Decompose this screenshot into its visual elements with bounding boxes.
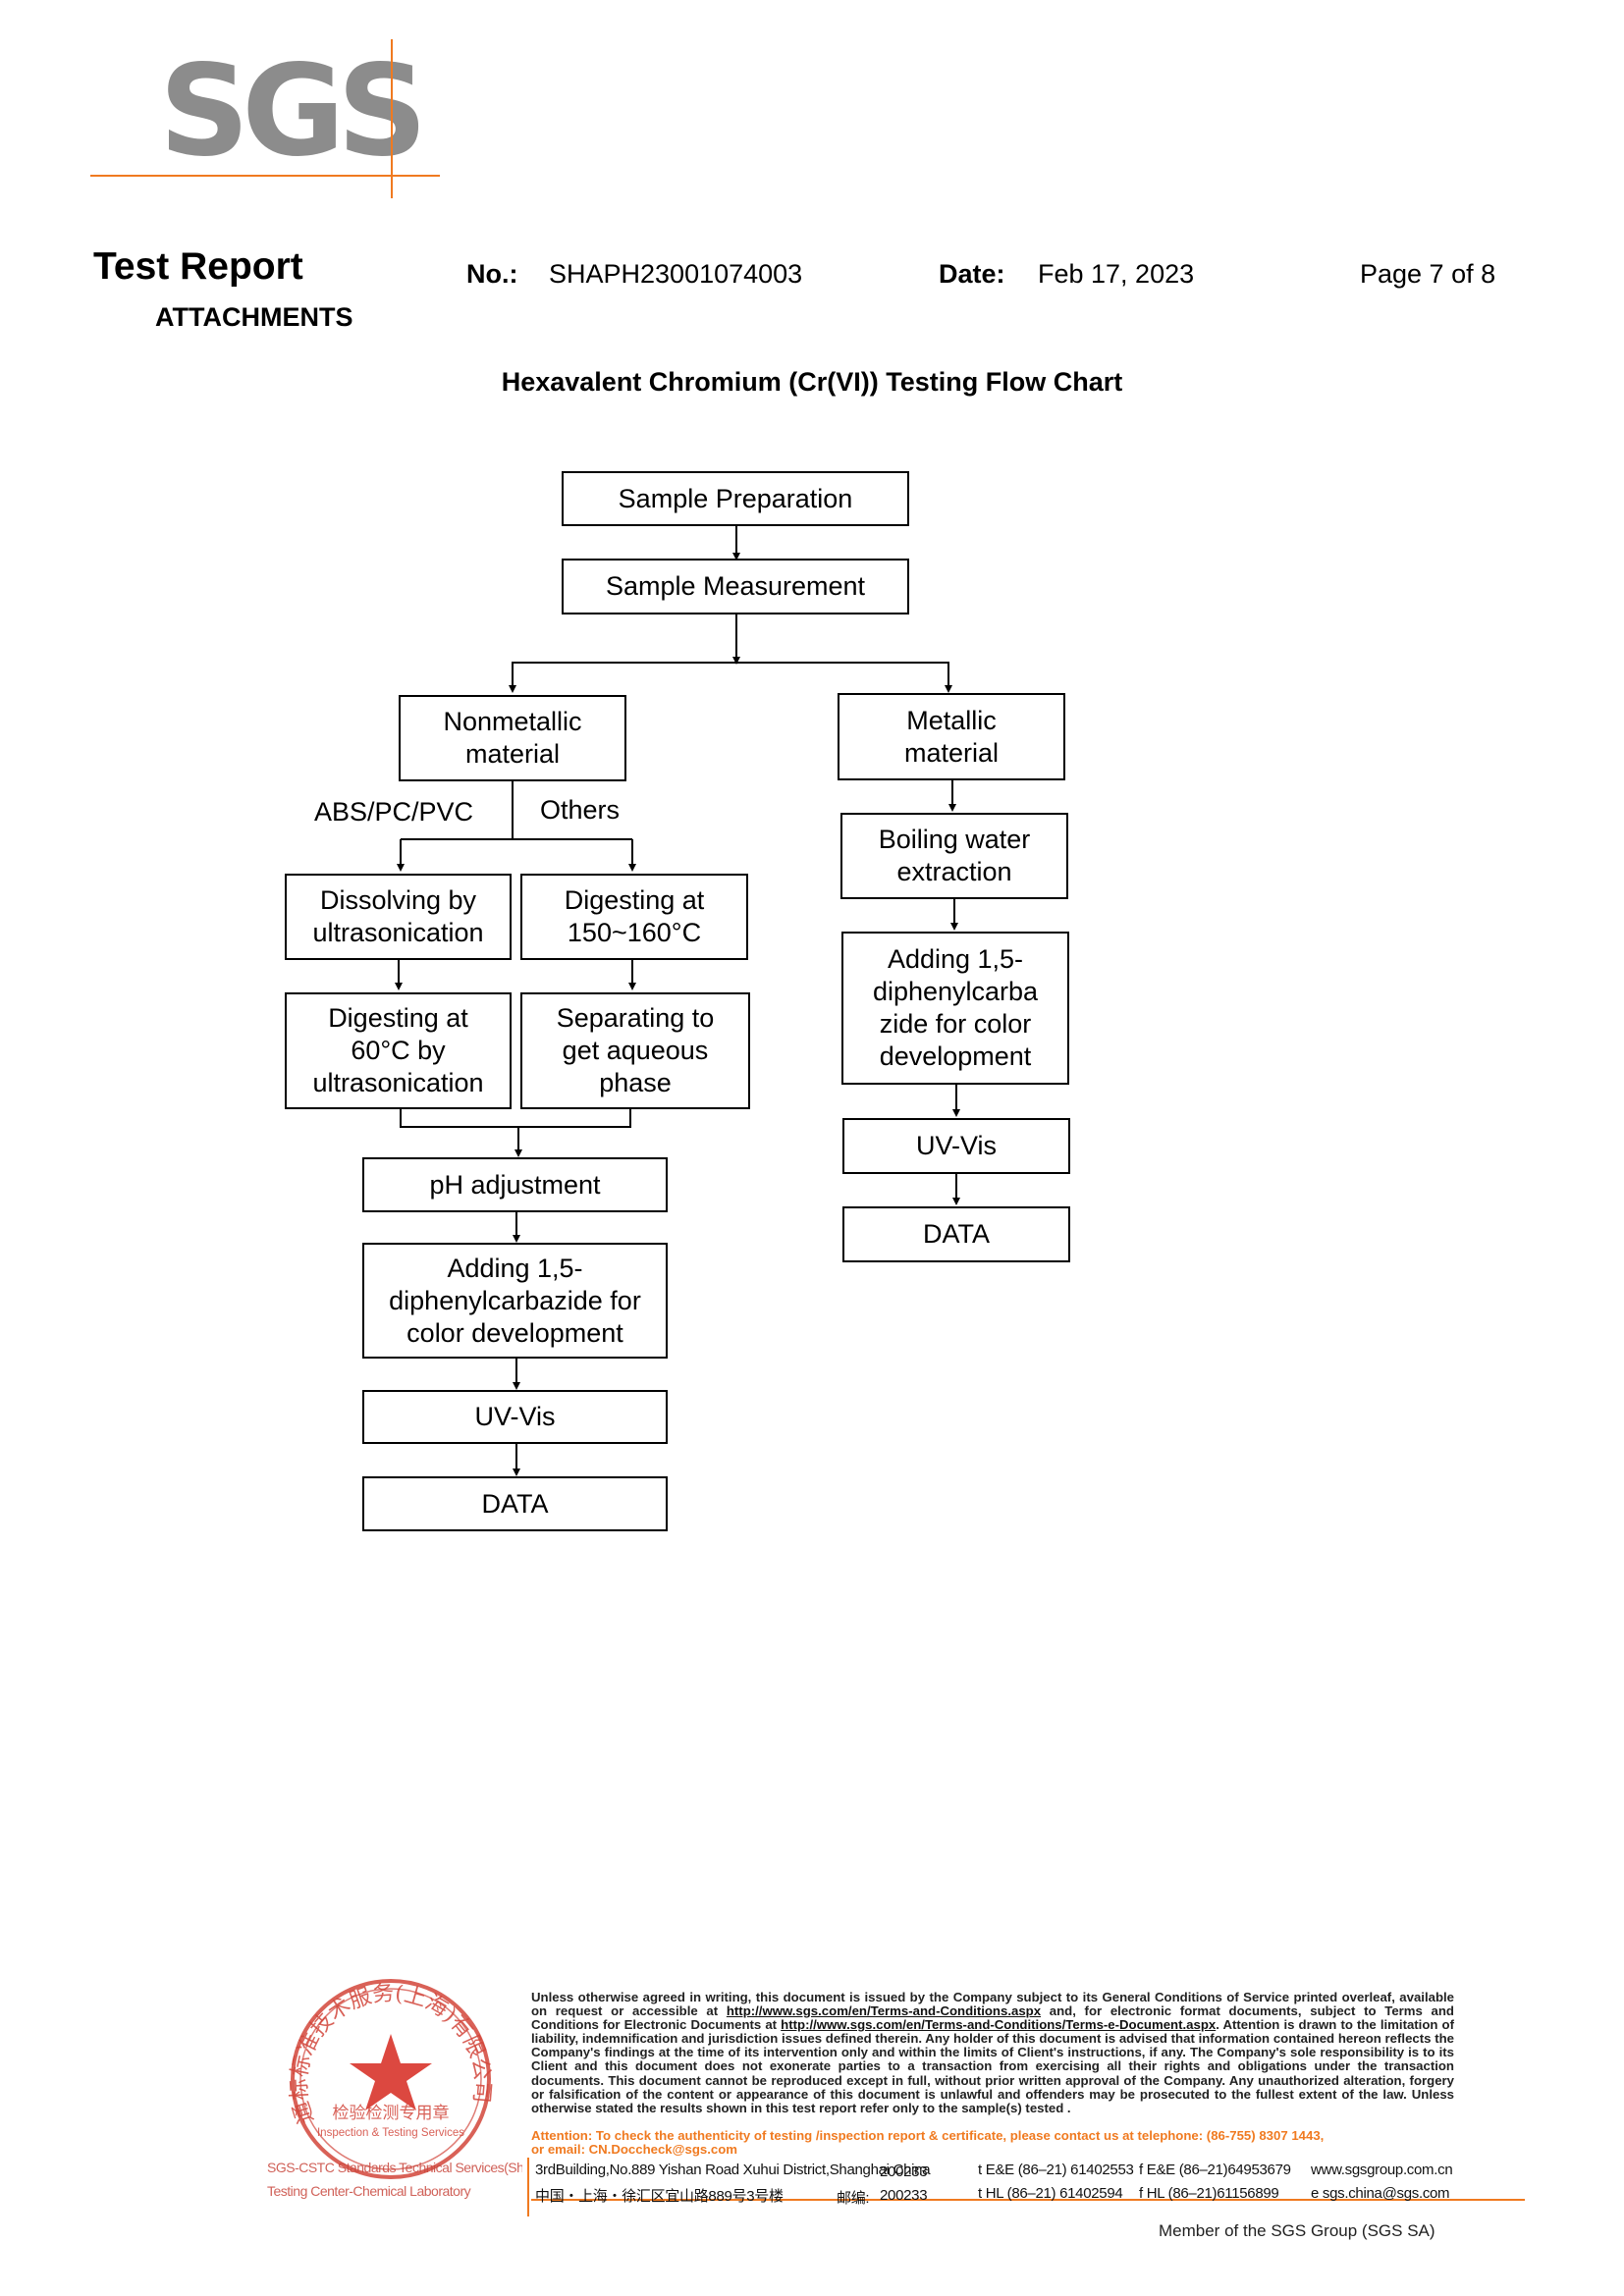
sgs-logo: SGS <box>90 35 444 202</box>
box-boiling-water-extraction: Boiling water extraction <box>840 813 1068 899</box>
logo-text: SGS <box>159 38 427 185</box>
box-adding-diphenylcarbazide-left: Adding 1,5- diphenylcarbazide for color … <box>362 1243 668 1359</box>
terms-link[interactable]: http://www.sgs.com/en/Terms-and-Conditio… <box>726 2003 1042 2019</box>
label-others: Others <box>540 795 621 825</box>
box-digesting-60: Digesting at 60°C by ultrasonication <box>285 992 512 1109</box>
fax-hl: f HL (86–21)61156899 <box>1139 2185 1279 2202</box>
authenticity-notice: Attention: To check the authenticity of … <box>531 2128 1474 2158</box>
box-data-right: DATA <box>842 1206 1070 1262</box>
box-sample-preparation: Sample Preparation <box>562 471 909 526</box>
website[interactable]: www.sgsgroup.com.cn <box>1311 2162 1453 2178</box>
company-seal: 通标标准技术服务(上海)有限公司 检验检测专用章 Inspection & Te… <box>288 1979 495 2179</box>
disclaimer-part-1: Unless otherwise agreed in writing, this… <box>531 1990 1454 2019</box>
address-en: 3rdBuilding,No.889 Yishan Road Xuhui Dis… <box>535 2162 931 2178</box>
box-nonmetallic-material: Nonmetallic material <box>399 695 626 781</box>
email[interactable]: e sgs.china@sgs.com <box>1311 2185 1450 2202</box>
report-number-label: No.: <box>466 259 518 289</box>
logo-horizontal-rule <box>90 175 440 177</box>
seal-center-text: 检验检测专用章 <box>333 2104 450 2123</box>
postcode-cn-label: 邮编: <box>837 2190 870 2207</box>
box-metallic-material: Metallic material <box>838 693 1065 780</box>
merge-bar <box>400 1109 631 1128</box>
tel-ee: t E&E (86–21) 61402553 <box>978 2162 1134 2178</box>
terms-e-document-link[interactable]: http://www.sgs.com/en/Terms-and-Conditio… <box>781 2017 1217 2033</box>
member-statement: Member of the SGS Group (SGS SA) <box>1159 2221 1435 2240</box>
box-digesting-150: Digesting at 150~160°C <box>520 874 748 960</box>
authenticity-line-1: Attention: To check the authenticity of … <box>531 2128 1325 2143</box>
tel-hl: t HL (86–21) 61402594 <box>978 2185 1123 2202</box>
box-separating: Separating to get aqueous phase <box>520 992 750 1109</box>
split-bar <box>512 662 949 671</box>
page-number: Page 7 of 8 <box>1360 259 1496 289</box>
disclaimer-part-3: . Attention is drawn to the limitation o… <box>531 2017 1454 2115</box>
legal-disclaimer: Unless otherwise agreed in writing, this… <box>531 1990 1454 2115</box>
seal-side-text: SGS-CSTC Standards Technical Services(Sh… <box>267 2160 522 2175</box>
report-number: No.: <box>466 259 517 290</box>
seal-center-en: Inspection & Testing Services <box>317 2127 464 2139</box>
report-number-value: SHAPH23001074003 <box>549 259 803 289</box>
flowchart-title: Hexavalent Chromium (Cr(VI)) Testing Flo… <box>501 367 1123 397</box>
footer-vertical-rule <box>527 2158 529 2216</box>
logo-vertical-rule <box>391 39 393 198</box>
label-abs-pc-pvc: ABS/PC/PVC <box>314 797 474 827</box>
box-sample-measurement: Sample Measurement <box>562 559 909 614</box>
report-date-value: Feb 17, 2023 <box>1038 259 1195 289</box>
fax-ee: f E&E (86–21)64953679 <box>1139 2162 1291 2178</box>
seal-star-icon <box>350 2034 432 2110</box>
box-adding-diphenylcarbazide-right: Adding 1,5- diphenylcarba zide for color… <box>841 932 1069 1085</box>
postcode-en: 200233 <box>880 2163 928 2180</box>
box-dissolving: Dissolving by ultrasonication <box>285 874 512 960</box>
report-title: Test Report <box>93 245 303 288</box>
authenticity-line-2: or email: CN.Doccheck@sgs.com <box>531 2142 738 2158</box>
report-date-label: Date: <box>939 259 1005 289</box>
box-uvvis-left: UV-Vis <box>362 1390 668 1444</box>
footer-rule <box>531 2199 1525 2201</box>
postcode-cn: 200233 <box>880 2187 928 2204</box>
report-date-label-wrap: Date: <box>939 259 1005 290</box>
address-cn: 中国・上海・徐汇区宜山路889号3号楼 <box>535 2188 784 2205</box>
box-uvvis-right: UV-Vis <box>842 1118 1070 1174</box>
flowchart-connectors <box>395 525 960 1476</box>
report-subtitle: ATTACHMENTS <box>155 302 353 332</box>
box-ph-adjustment: pH adjustment <box>362 1157 668 1212</box>
flowchart: Sample Preparation Sample Measurement No… <box>285 471 1070 1531</box>
disclaimer-part-2: and, for electronic format documents, su… <box>531 2003 1454 2033</box>
box-data-left: DATA <box>362 1476 668 1531</box>
seal-bottom-text: Testing Center-Chemical Laboratory <box>267 2183 471 2199</box>
